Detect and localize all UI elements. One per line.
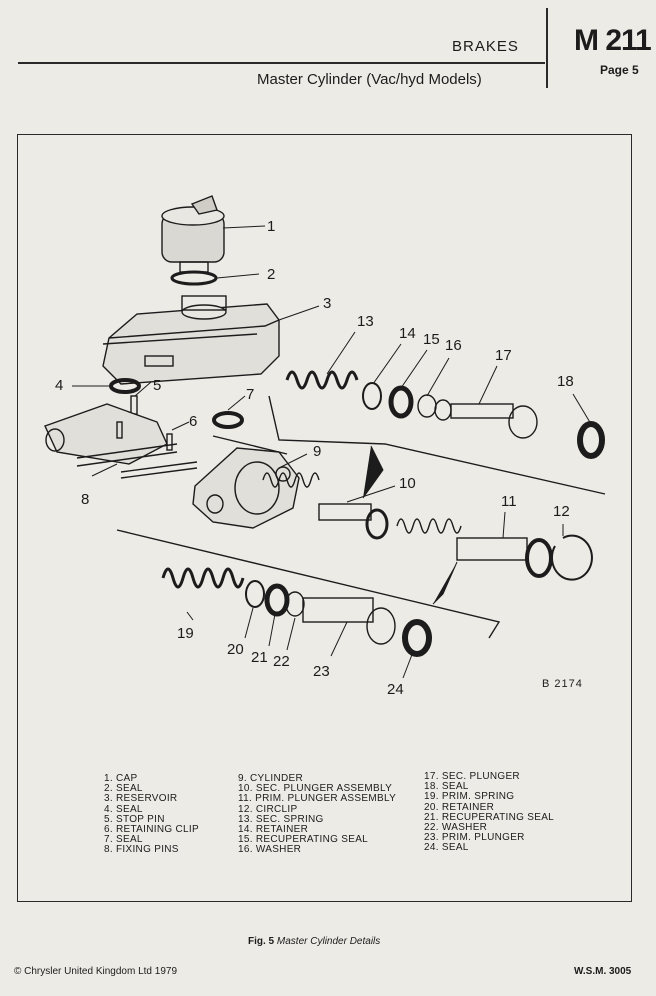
prim-plunger-assembly-part	[396, 518, 553, 578]
legend-item: 22. WASHER	[424, 822, 488, 834]
legend-item: 17. SEC. PLUNGER	[424, 771, 520, 782]
figure-caption: Fig. 5 Master Cylinder Details	[248, 936, 380, 947]
fixing-pins-part	[44, 403, 198, 479]
recuperating-seal-part-15	[388, 385, 414, 419]
sec-plunger-part	[434, 399, 538, 439]
assembly-line-lower	[116, 529, 501, 639]
callout-1: 1	[267, 218, 275, 235]
callout-11: 11	[501, 493, 517, 510]
legend-item: 21. RECUPERATING SEAL	[424, 811, 555, 823]
assembly-arrow-lower	[432, 561, 458, 605]
callout-17: 17	[495, 347, 512, 364]
legend-item: 20. RETAINER	[424, 801, 495, 813]
callout-22: 22	[273, 653, 290, 670]
legend-item: 8. FIXING PINS	[104, 844, 179, 856]
seal-part-7	[212, 411, 244, 429]
seal-part-4	[109, 378, 141, 394]
sec-plunger-assembly-part	[262, 472, 389, 540]
legend-item: 12. CIRCLIP	[238, 803, 298, 815]
legend-item: 6. RETAINING CLIP	[104, 824, 199, 836]
callout-19: 19	[177, 625, 194, 642]
legend-item: 3. RESERVOIR	[104, 793, 178, 805]
callout-14: 14	[399, 325, 416, 342]
legend-item: 19. PRIM. SPRING	[424, 791, 515, 803]
header-rule	[18, 62, 545, 64]
legend-item: 10. SEC. PLUNGER ASSEMBLY	[238, 783, 393, 795]
exploded-view-drawing: 1 2 3 4 5 6 7 8 9 10 11 12 13 14 15 16 1…	[44, 195, 606, 698]
assembly-arrow-upper	[362, 445, 384, 499]
legend-item: 14. RETAINER	[238, 824, 309, 836]
callout-15: 15	[423, 331, 440, 348]
seal-part-18	[577, 421, 605, 459]
legend-item: 2. SEAL	[104, 783, 143, 795]
drawing-reference: B 2174	[542, 678, 583, 690]
callout-24: 24	[387, 681, 404, 698]
manual-reference: W.S.M. 3005	[574, 966, 632, 977]
legend-item: 24. SEAL	[424, 842, 469, 854]
callout-18: 18	[557, 373, 574, 390]
callout-23: 23	[313, 663, 330, 680]
page-subtitle: Master Cylinder (Vac/hyd Models)	[257, 71, 482, 88]
legend-item: 11. PRIM. PLUNGER ASSEMBLY	[238, 793, 397, 805]
callout-3: 3	[323, 295, 331, 312]
manual-section-code: M 211	[574, 24, 652, 57]
legend-item: 18. SEAL	[424, 781, 469, 793]
callout-16: 16	[445, 337, 462, 354]
callout-12: 12	[553, 503, 570, 520]
washer-part-16	[417, 394, 437, 418]
legend-item: 9. CYLINDER	[238, 773, 303, 784]
header-divider	[546, 8, 548, 88]
section-title: BRAKES	[452, 38, 519, 55]
leader-lines	[72, 225, 592, 679]
callout-4: 4	[55, 377, 63, 394]
retainer-part-14	[362, 382, 382, 410]
seal-part-24	[402, 619, 432, 657]
legend-item: 15. RECUPERATING SEAL	[238, 834, 369, 846]
callout-2: 2	[267, 266, 275, 283]
copyright-notice: © Chrysler United Kingdom Ltd 1979	[14, 966, 178, 977]
page-number: Page 5	[600, 63, 639, 77]
legend-item: 13. SEC. SPRING	[238, 813, 324, 825]
legend-column-2: 9. CYLINDER 10. SEC. PLUNGER ASSEMBLY 11…	[238, 773, 397, 856]
callout-7: 7	[246, 386, 254, 403]
assembly-line-upper	[268, 395, 606, 495]
callout-10: 10	[399, 475, 416, 492]
retainer-part-20	[245, 580, 265, 608]
figure-frame	[17, 134, 632, 902]
callout-21: 21	[251, 649, 268, 666]
callout-20: 20	[227, 641, 244, 658]
legend-item: 4. SEAL	[104, 803, 143, 815]
legend-item: 16. WASHER	[238, 844, 302, 856]
recuperating-seal-part-21	[264, 583, 290, 617]
legend-item: 5. STOP PIN	[104, 813, 165, 825]
sec-spring-part	[285, 370, 359, 390]
cylinder-part	[192, 435, 300, 529]
circlip-part	[550, 534, 593, 581]
callout-13: 13	[357, 313, 374, 330]
legend-item: 7. SEAL	[104, 834, 143, 846]
prim-spring-part	[161, 567, 245, 589]
legend-column-1: 1. CAP 2. SEAL 3. RESERVOIR 4. SEAL 5. S…	[104, 773, 199, 856]
figure-title: Master Cylinder Details	[276, 936, 381, 947]
callout-5: 5	[153, 377, 161, 394]
legend-item: 1. CAP	[104, 773, 138, 784]
legend-item: 23. PRIM. PLUNGER	[424, 832, 525, 844]
legend-column-3: 17. SEC. PLUNGER 18. SEAL 19. PRIM. SPRI…	[424, 771, 555, 854]
cap-part	[161, 195, 225, 273]
callout-6: 6	[189, 413, 197, 430]
callout-9: 9	[313, 443, 321, 460]
reservoir-part	[102, 295, 280, 385]
seal-part-2	[170, 270, 218, 286]
figure-label: Fig. 5	[248, 936, 275, 947]
prim-plunger-part	[302, 597, 396, 645]
washer-part-22	[285, 591, 305, 617]
callout-8: 8	[81, 491, 89, 508]
stop-pin-part	[130, 395, 138, 415]
